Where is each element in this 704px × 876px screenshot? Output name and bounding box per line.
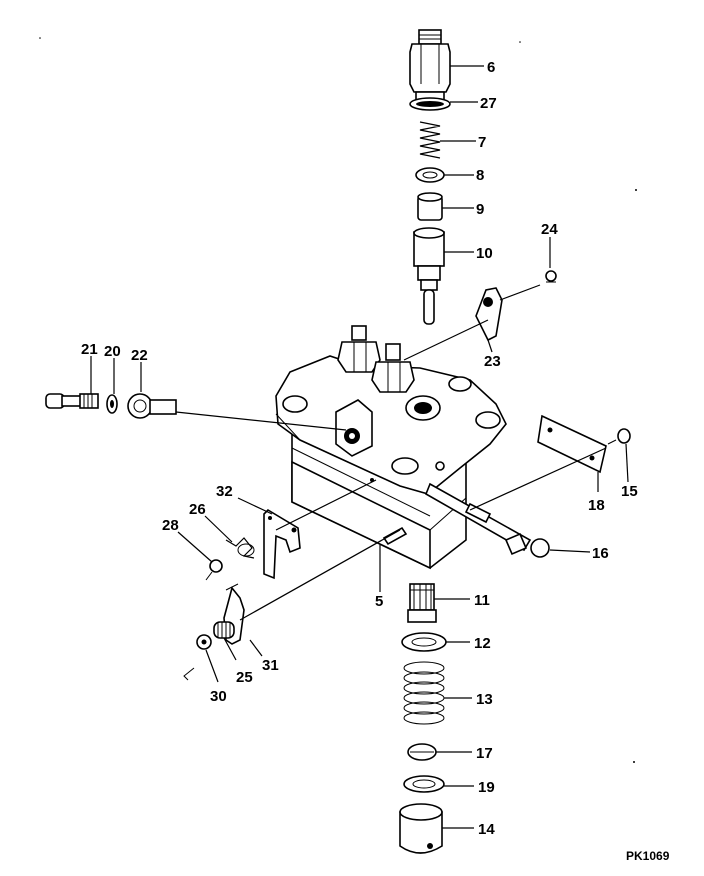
label-30: 30 [210, 688, 227, 705]
screw-24 [545, 270, 557, 283]
label-20: 20 [104, 343, 121, 360]
top-studs [337, 325, 415, 393]
label-21: 21 [81, 341, 98, 358]
valve-spring [419, 121, 441, 159]
label-13: 13 [476, 691, 493, 708]
label-18: 18 [588, 497, 605, 514]
spring-26 [225, 537, 255, 559]
lever-32 [263, 508, 301, 580]
rack-plate [537, 414, 607, 474]
label-27: 27 [480, 95, 497, 112]
label-23: 23 [484, 353, 501, 370]
spring-seat-washer [415, 167, 445, 183]
inlet-fitting-21 [45, 393, 99, 409]
label-24: 24 [541, 221, 558, 238]
label-15: 15 [621, 483, 638, 500]
label-19: 19 [478, 779, 495, 796]
label-5: 5 [375, 593, 383, 610]
scan-specks [39, 37, 637, 763]
gasket [409, 97, 451, 111]
washer-30 [183, 634, 212, 681]
spring-25 [213, 621, 235, 639]
label-8: 8 [476, 167, 484, 184]
label-25: 25 [236, 669, 253, 686]
part-labels: 6 27 7 8 9 10 24 23 21 20 22 32 26 28 18… [81, 59, 670, 863]
delivery-valve-holder [409, 29, 451, 101]
label-14: 14 [478, 821, 495, 838]
drawing-code: PK1069 [626, 849, 670, 863]
label-22: 22 [131, 347, 148, 364]
pump-body [275, 355, 507, 570]
label-16: 16 [592, 545, 609, 562]
label-17: 17 [476, 745, 493, 762]
label-11: 11 [474, 592, 490, 609]
delivery-valve [413, 227, 445, 325]
control-sleeve-11 [407, 583, 437, 623]
label-31: 31 [262, 657, 279, 674]
plunger-spring-13 [403, 661, 445, 725]
valve-piece [417, 192, 443, 221]
washer-20 [106, 394, 118, 414]
label-32: 32 [216, 483, 233, 500]
bracket-plate-23 [475, 287, 503, 342]
label-10: 10 [476, 245, 493, 262]
label-12: 12 [474, 635, 491, 652]
washer-28 [205, 559, 223, 581]
label-9: 9 [476, 201, 484, 218]
label-7: 7 [478, 134, 486, 151]
spring-seat-12 [401, 632, 447, 652]
label-6: 6 [487, 59, 495, 76]
lower-seat-17 [407, 743, 437, 761]
leader-lines [90, 65, 629, 829]
label-26: 26 [189, 501, 206, 518]
tappet-14 [399, 803, 443, 854]
screw-15 [607, 428, 631, 445]
dowel-pin-5 [382, 526, 408, 546]
label-28: 28 [162, 517, 179, 534]
washer-19 [403, 775, 445, 793]
banjo-fitting-22 [127, 393, 177, 419]
